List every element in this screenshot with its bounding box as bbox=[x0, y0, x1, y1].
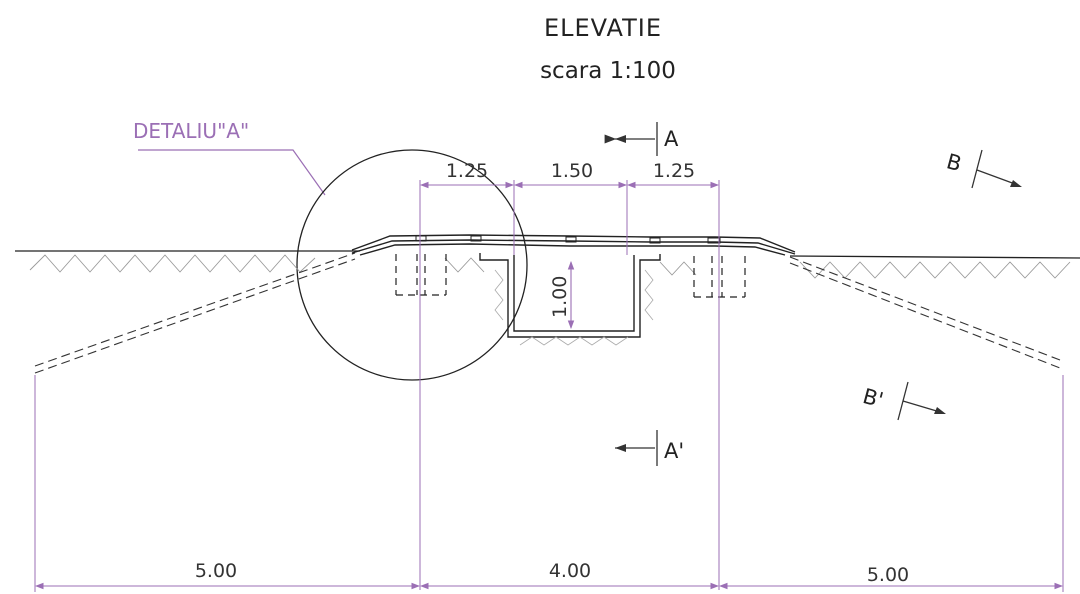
ground-hatch-mid-right bbox=[659, 261, 697, 276]
ground-line-right bbox=[789, 255, 1080, 259]
section-label-b: B bbox=[944, 149, 964, 176]
section-marker-a-prime-arrow bbox=[615, 444, 626, 452]
dim-depth-label: 1.00 bbox=[549, 276, 571, 318]
pile-left bbox=[395, 254, 447, 296]
ground-hatch-center bbox=[444, 257, 485, 273]
detail-leader bbox=[138, 149, 326, 196]
section-marker-b-arrow bbox=[1010, 180, 1022, 187]
bottom-dim-extensions bbox=[34, 375, 1064, 592]
ground-hatch-right bbox=[799, 261, 1071, 279]
detail-label: DETALIU"A" bbox=[133, 119, 249, 143]
channel-hatch bbox=[494, 269, 654, 346]
section-label-a-prime: A' bbox=[664, 439, 684, 463]
ground-hatch-left bbox=[29, 254, 316, 273]
slope-right bbox=[789, 256, 1061, 369]
top-dim-label-1: 1.25 bbox=[446, 160, 488, 182]
bottom-dim-label-3: 5.00 bbox=[867, 564, 909, 586]
deck bbox=[351, 234, 796, 256]
channel bbox=[479, 253, 661, 338]
detail-circle bbox=[296, 149, 528, 381]
drawing-scale: scara 1:100 bbox=[540, 58, 676, 84]
bottom-dim-label-2: 4.00 bbox=[549, 560, 591, 582]
slope-left bbox=[34, 252, 356, 374]
top-dim-label-2: 1.50 bbox=[551, 160, 593, 182]
section-marker-b-prime bbox=[897, 381, 941, 421]
top-dim-label-3: 1.25 bbox=[653, 160, 695, 182]
section-label-b-prime: B' bbox=[860, 384, 886, 412]
section-marker-b bbox=[971, 149, 1016, 189]
bottom-dim-label-1: 5.00 bbox=[195, 560, 237, 582]
top-dim-extensions bbox=[419, 180, 720, 590]
drawing-title: ELEVATIE bbox=[544, 14, 662, 42]
deck-bolts bbox=[415, 235, 721, 244]
section-marker-b-prime-arrow bbox=[934, 407, 946, 414]
section-marker-a-arrow bbox=[615, 135, 626, 143]
section-label-a: A bbox=[664, 127, 679, 151]
